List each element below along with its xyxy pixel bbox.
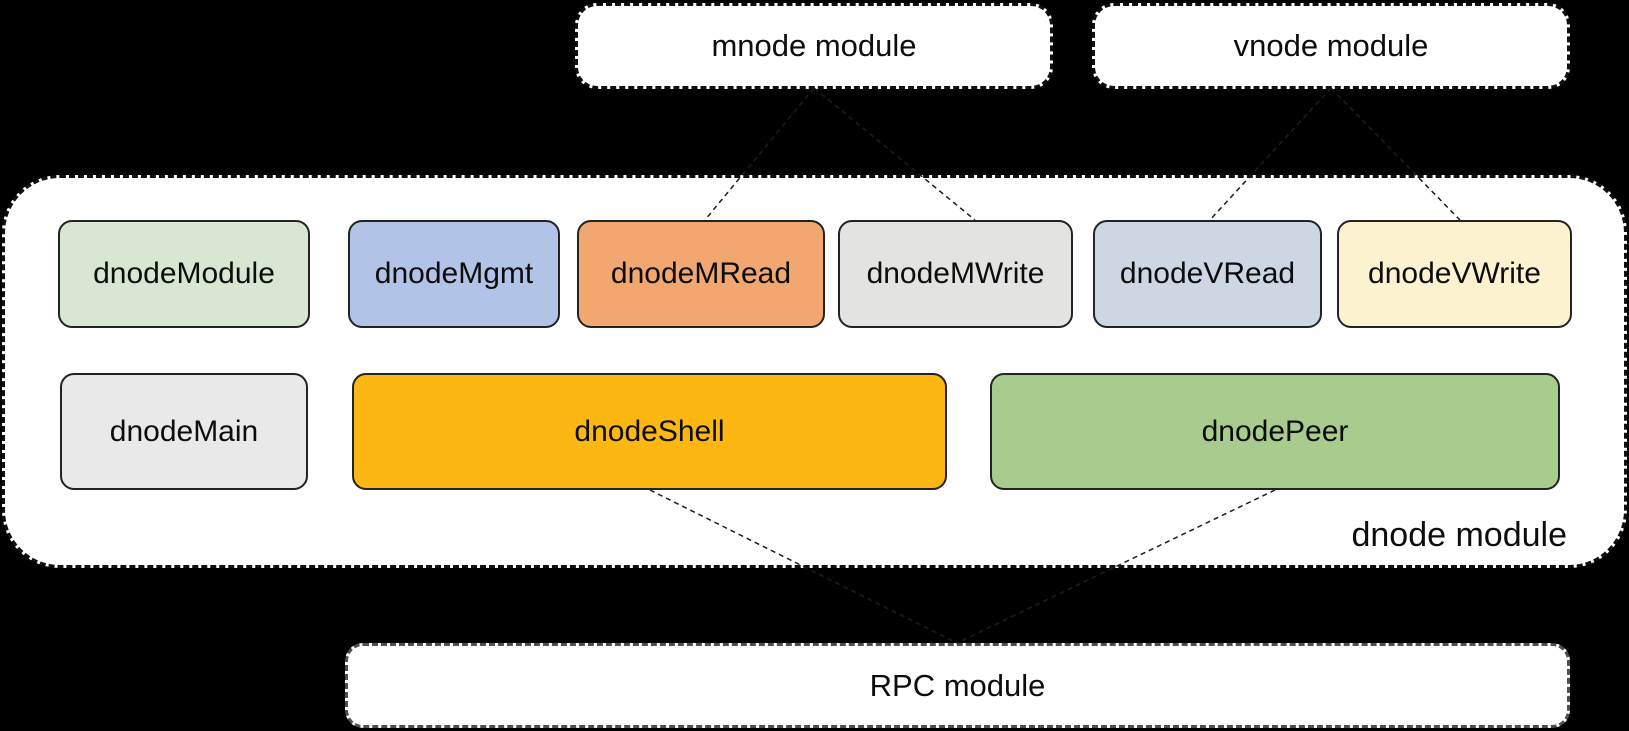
node-label: dnodeMgmt (374, 257, 534, 290)
node-label: dnodeShell (574, 414, 725, 448)
node-label: dnodeModule (93, 257, 275, 290)
mnode-module-box: mnode module (575, 3, 1053, 89)
vnode-module-box: vnode module (1092, 3, 1570, 89)
node-dnodemain: dnodeMain (60, 373, 308, 490)
node-dnodemwrite: dnodeMWrite (838, 220, 1073, 328)
node-dnodemread: dnodeMRead (577, 220, 825, 328)
mnode-module-label: mnode module (711, 28, 917, 63)
node-label: dnodeMain (109, 414, 259, 448)
node-label: dnodeMWrite (866, 257, 1045, 290)
node-dnodemodule: dnodeModule (58, 220, 310, 328)
node-dnodemgmt: dnodeMgmt (348, 220, 560, 328)
node-label: dnodeVWrite (1368, 257, 1541, 290)
node-label: dnodePeer (1201, 414, 1349, 448)
dnode-module-label: dnode module (1351, 516, 1567, 554)
node-dnodevread: dnodeVRead (1093, 220, 1322, 328)
rpc-module-label: RPC module (869, 667, 1046, 703)
node-dnodeshell: dnodeShell (352, 373, 947, 490)
node-dnodevwrite: dnodeVWrite (1337, 220, 1572, 328)
node-label: dnodeVRead (1119, 257, 1296, 290)
node-dnodepeer: dnodePeer (990, 373, 1560, 490)
rpc-module-box: RPC module (345, 643, 1570, 728)
vnode-module-label: vnode module (1233, 28, 1429, 63)
node-label: dnodeMRead (610, 257, 792, 290)
